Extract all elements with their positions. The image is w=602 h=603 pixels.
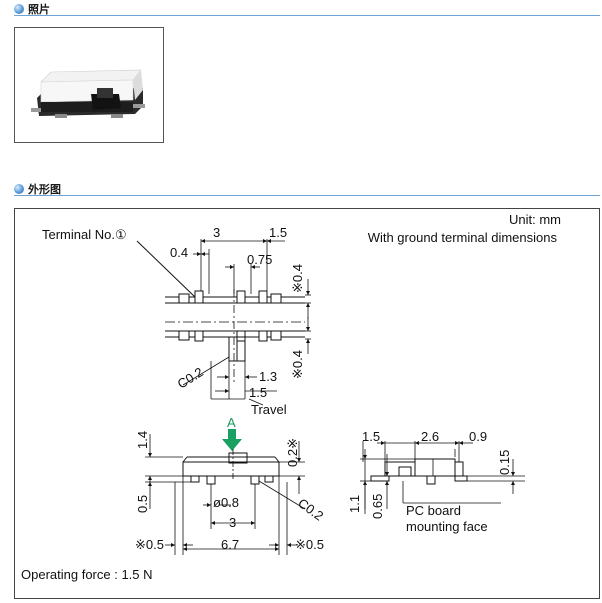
dim-0-5: 0.5 [135, 495, 150, 513]
side-dim-0-9: 0.9 [469, 429, 487, 444]
bullet-icon [14, 184, 24, 194]
pc-board-label-2: mounting face [406, 519, 488, 534]
photo-section-header: 照片 [14, 1, 50, 17]
chamfer-front: C0.2 [295, 495, 326, 523]
dim-right-0-5: ※0.5 [295, 537, 324, 552]
terminal-label: Terminal No.① [42, 227, 127, 242]
dim-0-2: 0.2※ [285, 438, 300, 467]
dim-1-5-top: 1.5 [269, 225, 287, 240]
product-photo [31, 69, 145, 118]
pc-board-label-1: PC board [406, 503, 461, 518]
side-dim-0-65: 0.65 [370, 494, 385, 519]
dimension-drawing-frame: Unit: mm With ground terminal dimensions… [14, 208, 600, 599]
bullet-icon [14, 4, 24, 14]
dim-1-4: 1.4 [135, 431, 150, 449]
dim-diameter: ø0.8 [213, 495, 239, 510]
outline-section-title: 外形图 [28, 184, 61, 196]
photo-section-rule [14, 15, 600, 16]
photo-section-title: 照片 [28, 4, 50, 16]
top-view [136, 239, 311, 406]
dim-1-3: 1.3 [259, 369, 277, 384]
dim-right-bottom: ※0.4 [290, 350, 305, 379]
dim-left-0-5: ※0.5 [135, 537, 164, 552]
front-view [145, 434, 306, 555]
chamfer-top: C0.2 [175, 364, 206, 391]
dim-0-75: 0.75 [247, 252, 272, 267]
side-dim-1-5: 1.5 [362, 429, 380, 444]
dim-1-5-bottom: 1.5 [249, 385, 267, 400]
dim-3: 3 [213, 225, 220, 240]
product-photo-frame [14, 27, 164, 143]
side-dim-1-1: 1.1 [347, 495, 362, 513]
outline-section-header: 外形图 [14, 181, 61, 197]
dim-6-7: 6.7 [221, 537, 239, 552]
dim-3-front: 3 [229, 515, 236, 530]
side-dim-0-15: 0.15 [497, 450, 512, 475]
view-arrow-label: A [227, 415, 236, 430]
side-view [360, 441, 525, 514]
note-label: With ground terminal dimensions [368, 230, 558, 245]
outline-section-rule [14, 195, 600, 196]
dim-0-4: 0.4 [170, 245, 188, 260]
dim-right-top: ※0.4 [290, 264, 305, 293]
travel-label: Travel [251, 402, 287, 417]
view-a-arrow-icon [222, 429, 242, 451]
side-dim-2-6: 2.6 [421, 429, 439, 444]
unit-label: Unit: mm [509, 212, 561, 227]
operating-force-label: Operating force : 1.5 N [21, 567, 153, 582]
dimension-drawing: Unit: mm With ground terminal dimensions… [21, 212, 561, 582]
